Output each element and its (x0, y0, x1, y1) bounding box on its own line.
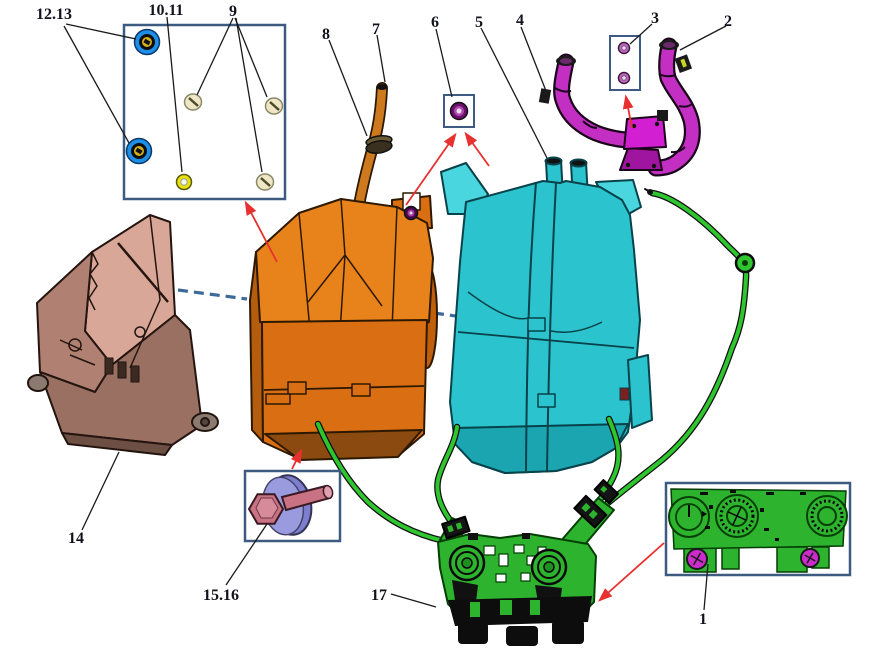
callout-label-17: 17 (371, 587, 387, 604)
knob-right (806, 495, 848, 537)
callout-label-9: 9 (229, 3, 237, 20)
fastener-detail-box (122, 23, 287, 201)
screw (255, 173, 275, 191)
bolt-with-washer (247, 474, 334, 536)
callout-label-15-16: 15.16 (203, 587, 239, 604)
yellow-grommet (175, 173, 193, 191)
grommet-detail-box (443, 94, 475, 128)
callout-label-6: 6 (431, 14, 439, 31)
knob-left (668, 496, 710, 538)
cable-connector (573, 494, 608, 529)
callout-label-3: 3 (651, 10, 659, 27)
screw (264, 97, 284, 115)
panel-tab (721, 546, 740, 570)
callout-label-2: 2 (724, 13, 732, 30)
dark-grommet (449, 101, 469, 121)
hose-flange (619, 110, 668, 171)
blower-unit (27, 214, 219, 456)
knob-center (715, 494, 759, 538)
callout-label-1: 1 (699, 611, 707, 628)
hose-clip (674, 54, 693, 73)
cable-end-fitting (647, 189, 653, 195)
hose-clip (538, 88, 552, 104)
panel-screw (800, 548, 820, 568)
mounting-bracket-frame (437, 479, 620, 646)
callout-label-7: 7 (372, 21, 380, 38)
control-panel (668, 488, 848, 573)
panel-screw (686, 548, 708, 570)
control-panel-detail-box (664, 481, 852, 577)
cable-connector (593, 479, 620, 505)
washer-detail-box (609, 35, 641, 91)
heater-unit (440, 156, 653, 474)
bolt-detail-box (243, 469, 342, 543)
red-arrows (244, 94, 665, 602)
callout-label-8: 8 (322, 26, 330, 43)
callout-label-10-11: 10.11 (148, 2, 183, 19)
screw (183, 93, 203, 111)
control-cables (314, 188, 756, 545)
callout-label-5: 5 (475, 14, 483, 31)
cable-connector (441, 515, 471, 540)
blue-grommet (133, 28, 161, 56)
evaporator-unit (249, 192, 438, 461)
hose-washer (617, 41, 631, 55)
blue-grommet (125, 137, 153, 165)
hose-washer (617, 71, 631, 85)
leader-lines (63, 16, 727, 611)
callout-label-4: 4 (516, 12, 524, 29)
callout-label-14: 14 (68, 530, 84, 547)
drain-tube (351, 82, 393, 224)
callout-label-12-13: 12.13 (36, 6, 72, 23)
heater-hose-assembly (538, 37, 701, 177)
